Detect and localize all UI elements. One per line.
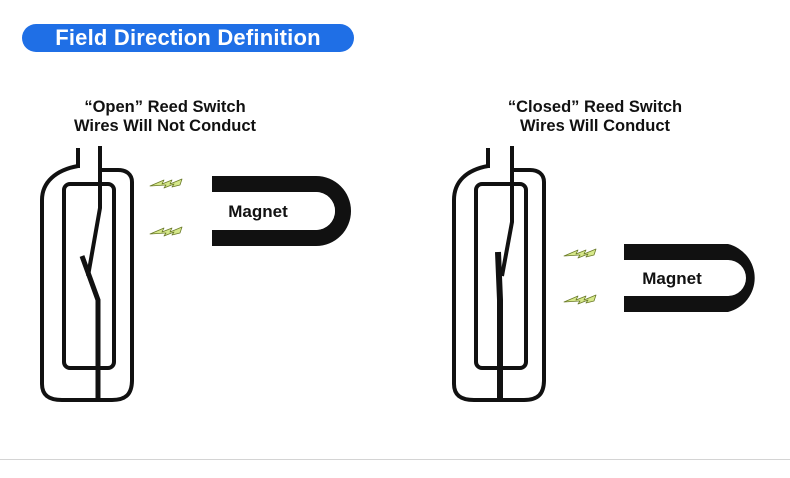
closed-switch-lead-wire: [486, 146, 514, 170]
open-switch-caption: “Open” Reed Switch Wires Will Not Conduc…: [30, 98, 300, 136]
closed-field-bolt-icon-lower: [563, 294, 597, 305]
open-switch-upper-reed: [86, 170, 102, 277]
closed-switch-upper-reed: [500, 170, 514, 277]
bottom-divider: [0, 459, 790, 460]
open-switch-glass-tube: [62, 182, 116, 370]
open-switch-magnet: [212, 176, 351, 246]
open-switch-housing: [40, 164, 134, 402]
closed-reed-switch: Magnet: [452, 146, 755, 402]
closed-switch-caption-line2: Wires Will Conduct: [519, 117, 671, 135]
closed-switch-magnet-label: Magnet: [642, 269, 702, 288]
open-switch-caption-line1: “Open” Reed Switch: [84, 98, 246, 116]
closed-switch-caption-line1: “Closed” Reed Switch: [507, 98, 683, 116]
open-switch-caption-line2: Wires Will Not Conduct: [73, 117, 257, 135]
closed-switch-lower-reed: [495, 251, 503, 400]
closed-switch-caption: “Closed” Reed Switch Wires Will Conduct: [455, 98, 735, 136]
section-title-badge: Field Direction Definition: [22, 24, 354, 52]
open-switch-magnet-label: Magnet: [228, 202, 288, 221]
open-switch-lower-reed: [79, 255, 101, 400]
closed-switch-housing: [452, 164, 546, 402]
open-switch-lead-wire: [76, 146, 102, 170]
open-field-bolt-icon-upper: [149, 178, 183, 189]
open-reed-switch: Magnet: [40, 146, 351, 402]
closed-switch-magnet: [624, 244, 755, 312]
closed-field-bolt-icon-upper: [563, 248, 597, 259]
open-field-bolt-icon-lower: [149, 226, 183, 237]
